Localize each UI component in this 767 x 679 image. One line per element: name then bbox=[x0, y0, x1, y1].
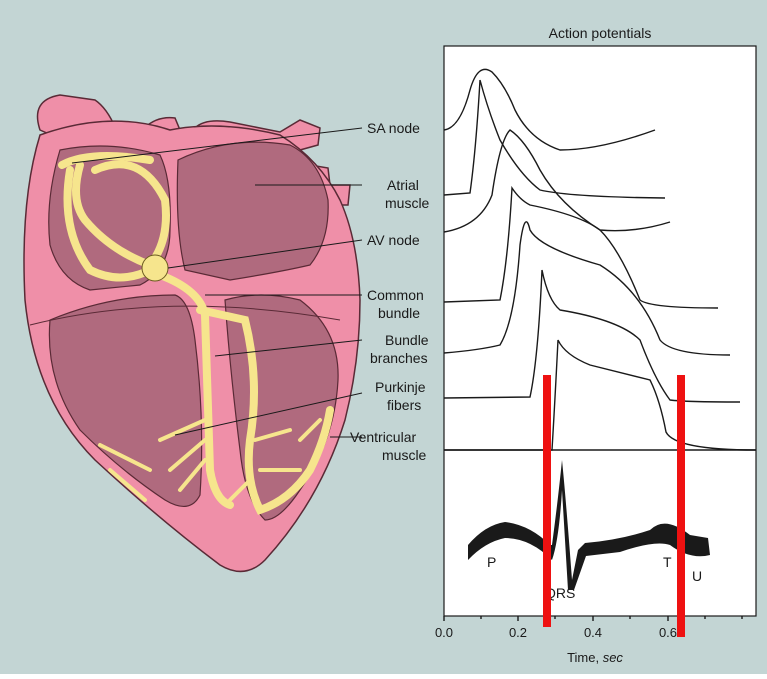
av-node-shape bbox=[142, 255, 168, 281]
label-branches-line1: Bundle bbox=[385, 332, 429, 348]
ecg-p-label: P bbox=[487, 554, 496, 570]
tick-label: 0.4 bbox=[584, 625, 602, 640]
red-marker-line-left bbox=[543, 375, 551, 627]
label-common-line2: bundle bbox=[378, 305, 420, 321]
left-atrium bbox=[177, 142, 328, 280]
ecg-t-label: T bbox=[663, 554, 672, 570]
tick-label: 0.0 bbox=[435, 625, 453, 640]
x-axis-label: Time, sec bbox=[567, 650, 623, 665]
action-potential-panel: Action potentials P QRS T U bbox=[435, 25, 756, 665]
label-atrial-line2: muscle bbox=[385, 195, 430, 211]
tick-label: 0.2 bbox=[509, 625, 527, 640]
label-purkinje-line1: Purkinje bbox=[375, 379, 426, 395]
label-branches-line2: branches bbox=[370, 350, 428, 366]
tick-label: 0.6 bbox=[659, 625, 677, 640]
red-marker-line-right bbox=[677, 375, 685, 637]
label-sa-node: SA node bbox=[367, 120, 420, 136]
label-av-node: AV node bbox=[367, 232, 420, 248]
panel-title: Action potentials bbox=[549, 25, 652, 41]
label-common-line1: Common bbox=[367, 287, 424, 303]
label-atrial-line1: Atrial bbox=[387, 177, 419, 193]
ecg-u-label: U bbox=[692, 568, 702, 584]
label-ventricular-line2: muscle bbox=[382, 447, 427, 463]
label-purkinje-line2: fibers bbox=[387, 397, 421, 413]
label-ventricular-line1: Ventricular bbox=[350, 429, 416, 445]
